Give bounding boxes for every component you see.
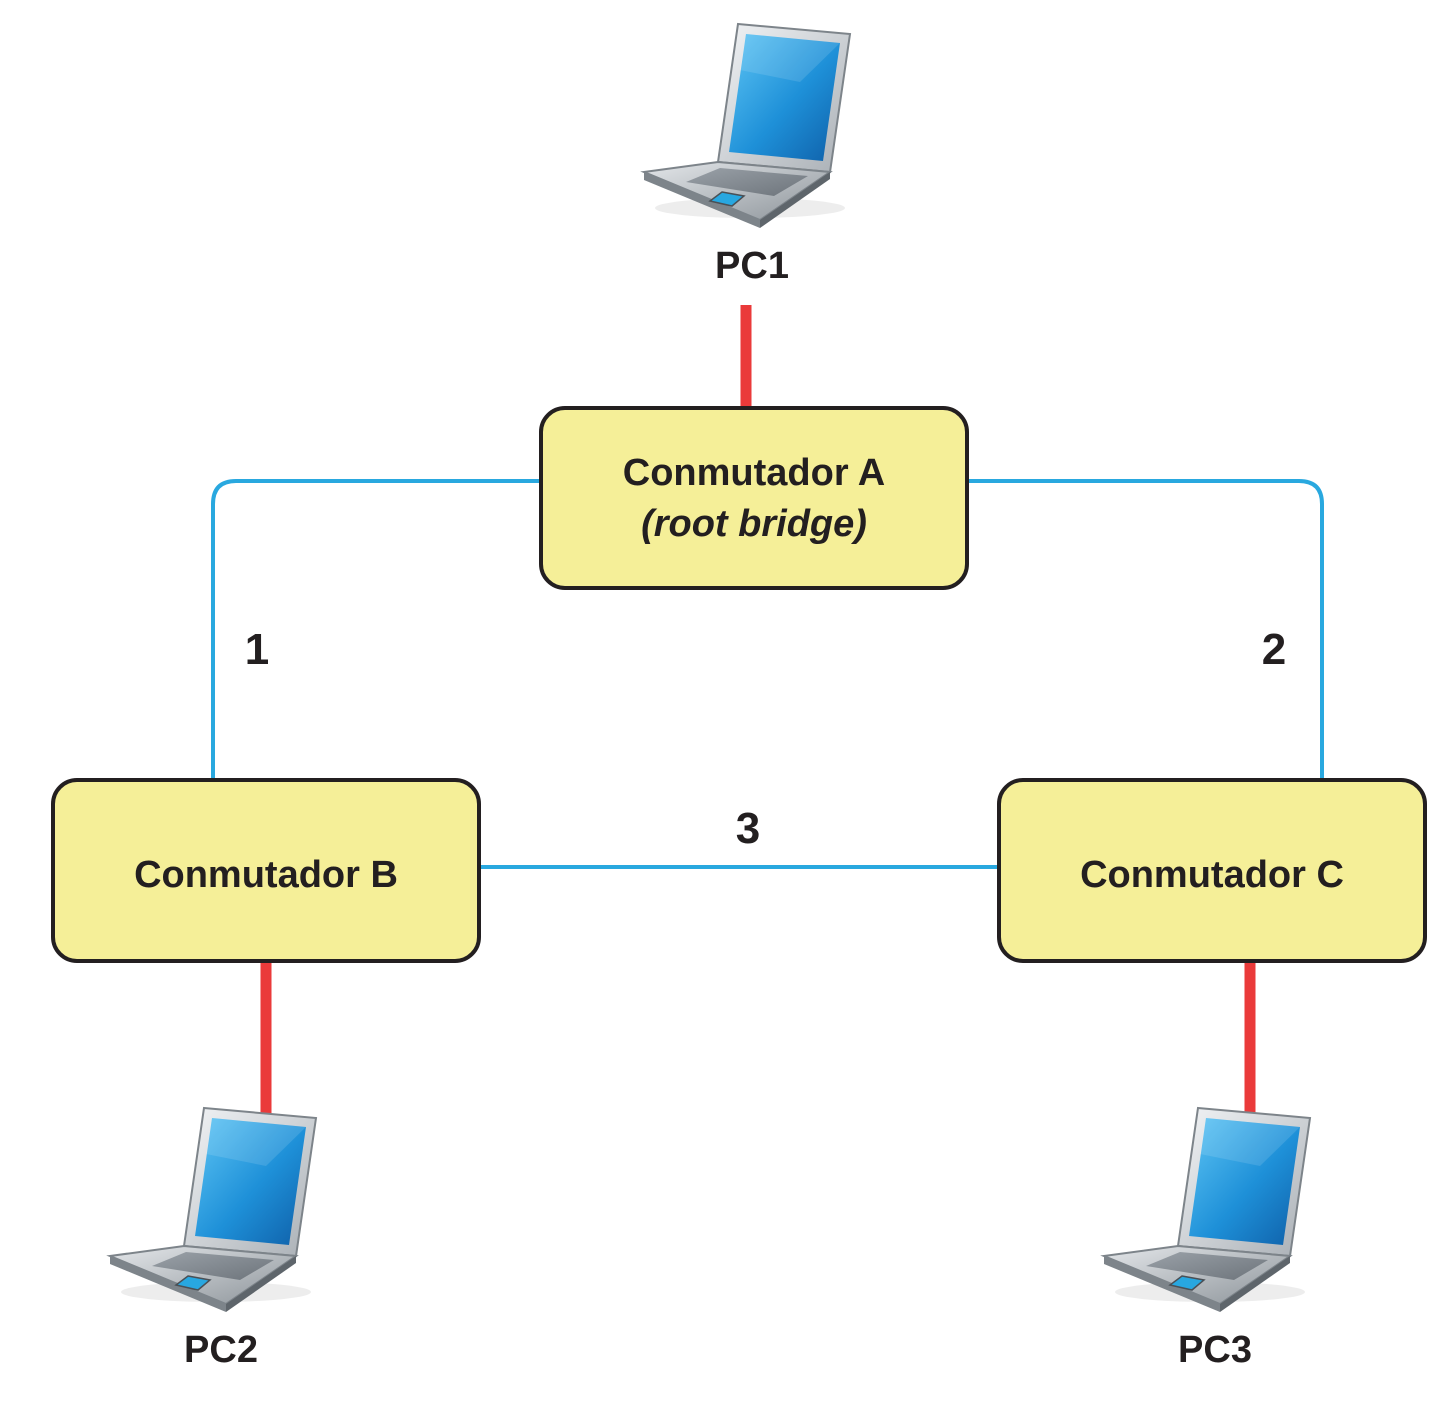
pc3-label: PC3 xyxy=(1178,1329,1252,1371)
laptop-icon xyxy=(1103,1107,1311,1313)
switch-c: Conmutador C xyxy=(997,778,1427,963)
laptop-icon xyxy=(109,1107,317,1313)
link-2-label: 2 xyxy=(1262,625,1286,674)
switch-c-label: Conmutador C xyxy=(1080,854,1344,896)
trunk-link-a-b xyxy=(211,479,541,780)
switch-b: Conmutador B xyxy=(51,778,481,963)
pc1-label: PC1 xyxy=(715,245,789,287)
link-3-label: 3 xyxy=(736,804,760,853)
pc2: PC2 xyxy=(109,1107,317,1371)
pc1: PC1 xyxy=(643,23,851,287)
pc3: PC3 xyxy=(1103,1107,1311,1371)
trunk-link-a-c xyxy=(967,479,1324,780)
laptop-icon xyxy=(643,23,851,229)
switch-a: Conmutador A (root bridge) xyxy=(539,406,969,590)
pc2-label: PC2 xyxy=(184,1329,258,1371)
link-1-label: 1 xyxy=(245,625,269,674)
switch-a-sublabel: (root bridge) xyxy=(641,503,867,545)
switch-b-label: Conmutador B xyxy=(134,854,398,896)
switch-a-label: Conmutador A xyxy=(623,452,885,494)
